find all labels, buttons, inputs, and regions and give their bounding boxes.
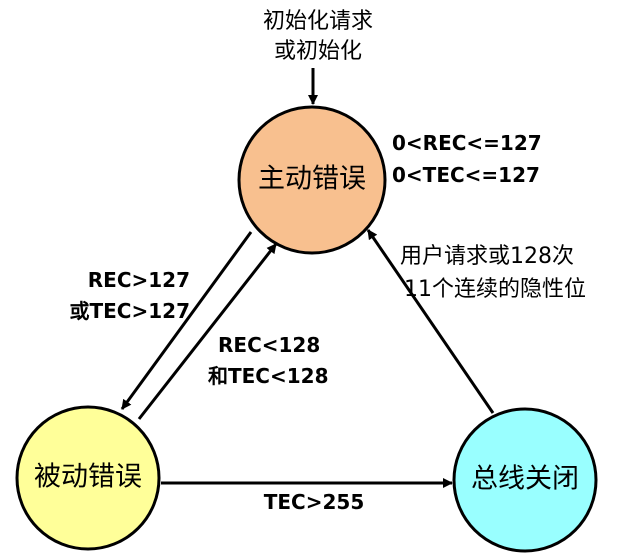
state-busoff-label: 总线关闭 bbox=[471, 464, 579, 495]
state-passive-circle bbox=[15, 405, 161, 551]
active-condition-line2: 0<TEC<=127 bbox=[392, 163, 540, 187]
to-passive-label-line2: 或TEC>127 bbox=[70, 299, 191, 323]
state-active-label: 主动错误 bbox=[258, 164, 366, 195]
init-label-line2: 或初始化 bbox=[274, 39, 362, 64]
busoff-recover-label-line1: 用户请求或128次 bbox=[400, 244, 574, 269]
to-busoff-label: TEC>255 bbox=[264, 490, 365, 514]
busoff-recover-label-line2: 11个连续的隐性位 bbox=[404, 277, 586, 302]
to-passive-label-line1: REC>127 bbox=[88, 268, 190, 292]
init-label-line1: 初始化请求 bbox=[263, 9, 373, 34]
edge-passive-to-active bbox=[137, 243, 278, 420]
state-passive-label: 被动错误 bbox=[34, 462, 142, 493]
to-active-label-line2: 和TEC<128 bbox=[208, 364, 329, 388]
state-busoff-circle bbox=[452, 407, 598, 553]
edge-active-to-passive bbox=[120, 231, 253, 410]
to-active-label-line1: REC<128 bbox=[218, 333, 320, 357]
edge-busoff-to-active bbox=[366, 229, 495, 414]
active-condition-line1: 0<REC<=127 bbox=[392, 131, 542, 155]
state-active-circle bbox=[237, 105, 387, 255]
